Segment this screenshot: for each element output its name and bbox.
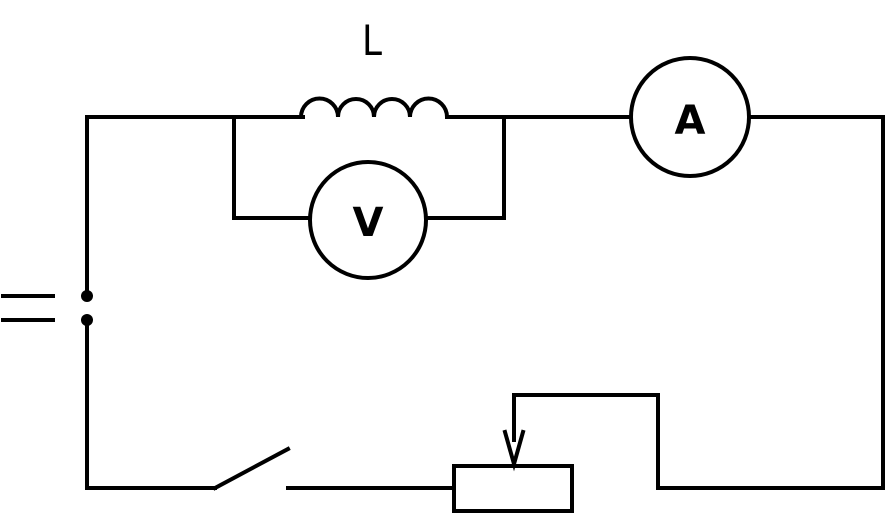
switch [212,446,291,491]
rheostat-slider-arrow [502,429,526,472]
wire-bottom-left [85,318,217,490]
voltmeter-branch: V [232,115,506,280]
inductor-coil [298,96,450,120]
inductor-label: L [362,16,383,65]
inductor: L [298,16,450,120]
main-wires [85,115,885,490]
voltmeter-wire-right [424,115,506,220]
rheostat-body [452,464,574,513]
ammeter [629,56,751,178]
battery-terminal-bottom [81,314,93,326]
wire-top-left [85,115,305,296]
voltmeter-wire-left [232,115,312,220]
battery-terminal-top [81,290,93,302]
rheostat [452,429,574,513]
wire-right [512,115,885,490]
ammeter-group: A [629,56,751,178]
ammeter-symbol: A [675,98,706,144]
voltmeter [308,160,428,280]
battery [1,290,93,326]
switch-lever [212,446,291,491]
voltmeter-symbol: V [353,200,384,246]
